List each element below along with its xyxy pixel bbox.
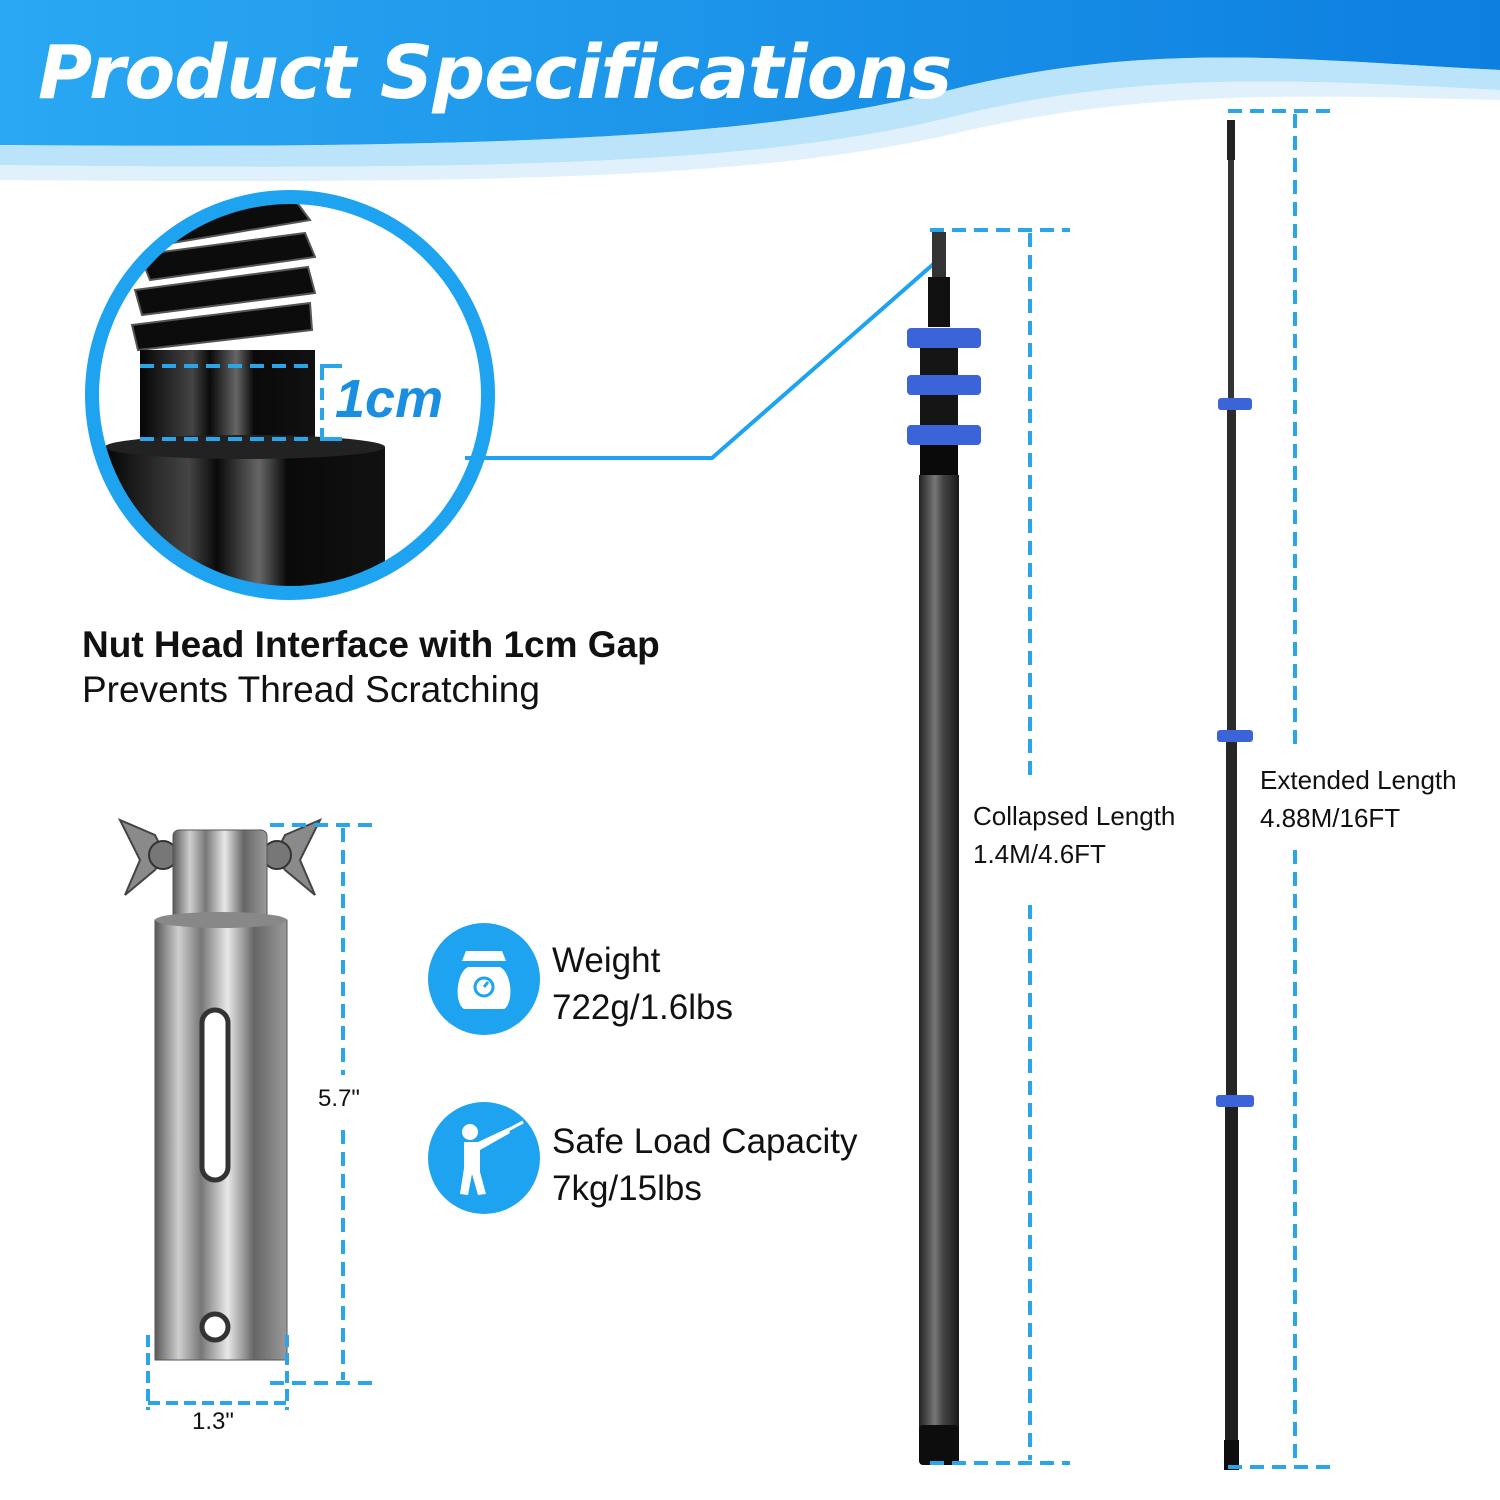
zoom-connector-line [465,258,940,460]
extended-dimension-lines [1228,109,1330,1469]
collapsed-length-label: Collapsed Length [973,801,1176,831]
header-banner [0,0,1500,182]
adapter-fitting [117,818,323,1361]
load-value: 7kg/15lbs [552,1169,702,1208]
collapsed-length-value: 1.4M/4.6FT [973,839,1106,869]
extended-length-label: Extended Length [1260,765,1457,795]
collapsed-length-spec: Collapsed Length 1.4M/4.6FT [973,797,1175,873]
page-title: Product Specifications [38,30,952,116]
extended-length-value: 4.88M/16FT [1260,803,1401,833]
load-badge [428,1102,540,1214]
nut-head-subtitle: Prevents Thread Scratching [82,669,540,710]
collapsed-pole [907,232,981,1465]
nut-head-caption: Nut Head Interface with 1cm Gap Prevents… [82,622,660,712]
scale-icon [457,951,511,1009]
weight-value: 722g/1.6lbs [552,988,733,1027]
person-pulling-icon [460,1120,524,1195]
adapter-width-label: 1.3" [192,1408,234,1435]
gap-label: 1cm [335,369,444,429]
nut-head-title: Nut Head Interface with 1cm Gap [82,624,660,665]
collapsed-dimension-lines [930,228,1070,1465]
adapter-dimension-lines [146,823,380,1410]
extended-length-spec: Extended Length 4.88M/16FT [1260,761,1457,837]
weight-spec: Weight 722g/1.6lbs [552,937,733,1031]
load-spec: Safe Load Capacity 7kg/15lbs [552,1118,857,1212]
weight-badge [428,923,540,1035]
extended-pole [1216,120,1254,1470]
adapter-height-label: 5.7" [318,1085,360,1112]
nut-head-zoom [85,190,495,600]
weight-label: Weight [552,941,661,980]
load-label: Safe Load Capacity [552,1122,858,1161]
